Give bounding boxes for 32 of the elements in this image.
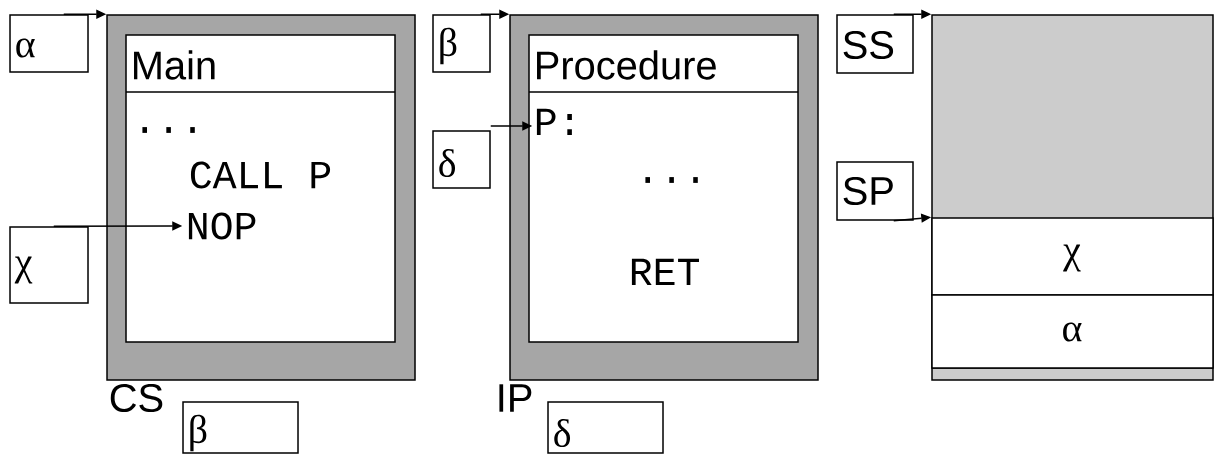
code-line: NOP bbox=[188, 212, 256, 240]
code-line: P: bbox=[536, 108, 572, 136]
box-heading: Main bbox=[134, 50, 215, 80]
stack-cell bbox=[931, 217, 1214, 296]
value-box bbox=[9, 226, 89, 304]
register-label: IP bbox=[499, 384, 532, 412]
register-label: CS bbox=[110, 383, 163, 413]
greek-letter: χ bbox=[1063, 244, 1081, 272]
register-box bbox=[836, 161, 914, 221]
code-line: ... bbox=[645, 177, 698, 183]
greek-letter: α bbox=[1063, 322, 1082, 342]
box-heading: Procedure bbox=[537, 50, 716, 80]
value-box bbox=[110, 383, 299, 454]
code-line: CALL P bbox=[190, 161, 331, 189]
code-box bbox=[125, 34, 396, 343]
value-box bbox=[499, 384, 664, 454]
register-label: SS bbox=[843, 30, 894, 60]
code-line: ... bbox=[142, 127, 195, 133]
code-line: RET bbox=[631, 258, 699, 286]
stack-cell bbox=[931, 294, 1214, 369]
value-box bbox=[9, 14, 89, 73]
greek-letter: δ bbox=[554, 418, 571, 448]
code-box bbox=[528, 34, 799, 343]
value-box bbox=[432, 130, 491, 189]
greek-letter: α bbox=[16, 38, 35, 58]
register-box bbox=[836, 14, 914, 74]
register-label: SP bbox=[843, 176, 893, 206]
greek-letter: χ bbox=[14, 256, 33, 284]
greek-letter: δ bbox=[439, 148, 456, 178]
greek-letter: β bbox=[440, 27, 457, 65]
value-box bbox=[432, 14, 491, 73]
greek-letter: β bbox=[190, 414, 207, 452]
